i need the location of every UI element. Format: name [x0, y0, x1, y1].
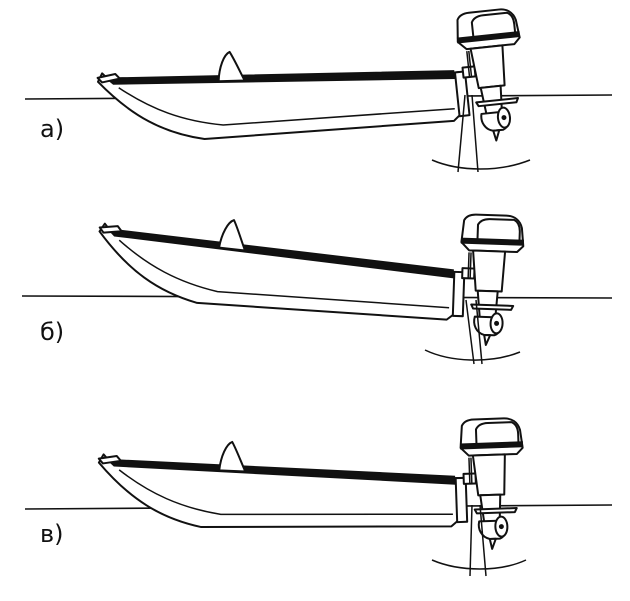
panel-label-c: в) [40, 520, 64, 548]
vertical-ref-a [457, 94, 466, 173]
panel-a [24, 6, 613, 183]
motor-axis-c [479, 504, 487, 577]
vertical-ref-b [465, 299, 475, 365]
vertical-ref-c [469, 504, 473, 577]
thrust-arc-a [431, 159, 531, 170]
boat-a [93, 6, 532, 183]
thrust-arc-c [431, 559, 527, 570]
panel-b [21, 200, 613, 365]
thrust-arc-b [424, 349, 521, 361]
boat-c [96, 416, 528, 564]
motor-axis-b [475, 299, 483, 365]
motor-axis-a [471, 94, 479, 173]
boat-b [95, 200, 526, 348]
panel-label-a: а) [40, 115, 65, 143]
panel-c [24, 416, 613, 577]
panel-label-b: б) [40, 318, 65, 346]
